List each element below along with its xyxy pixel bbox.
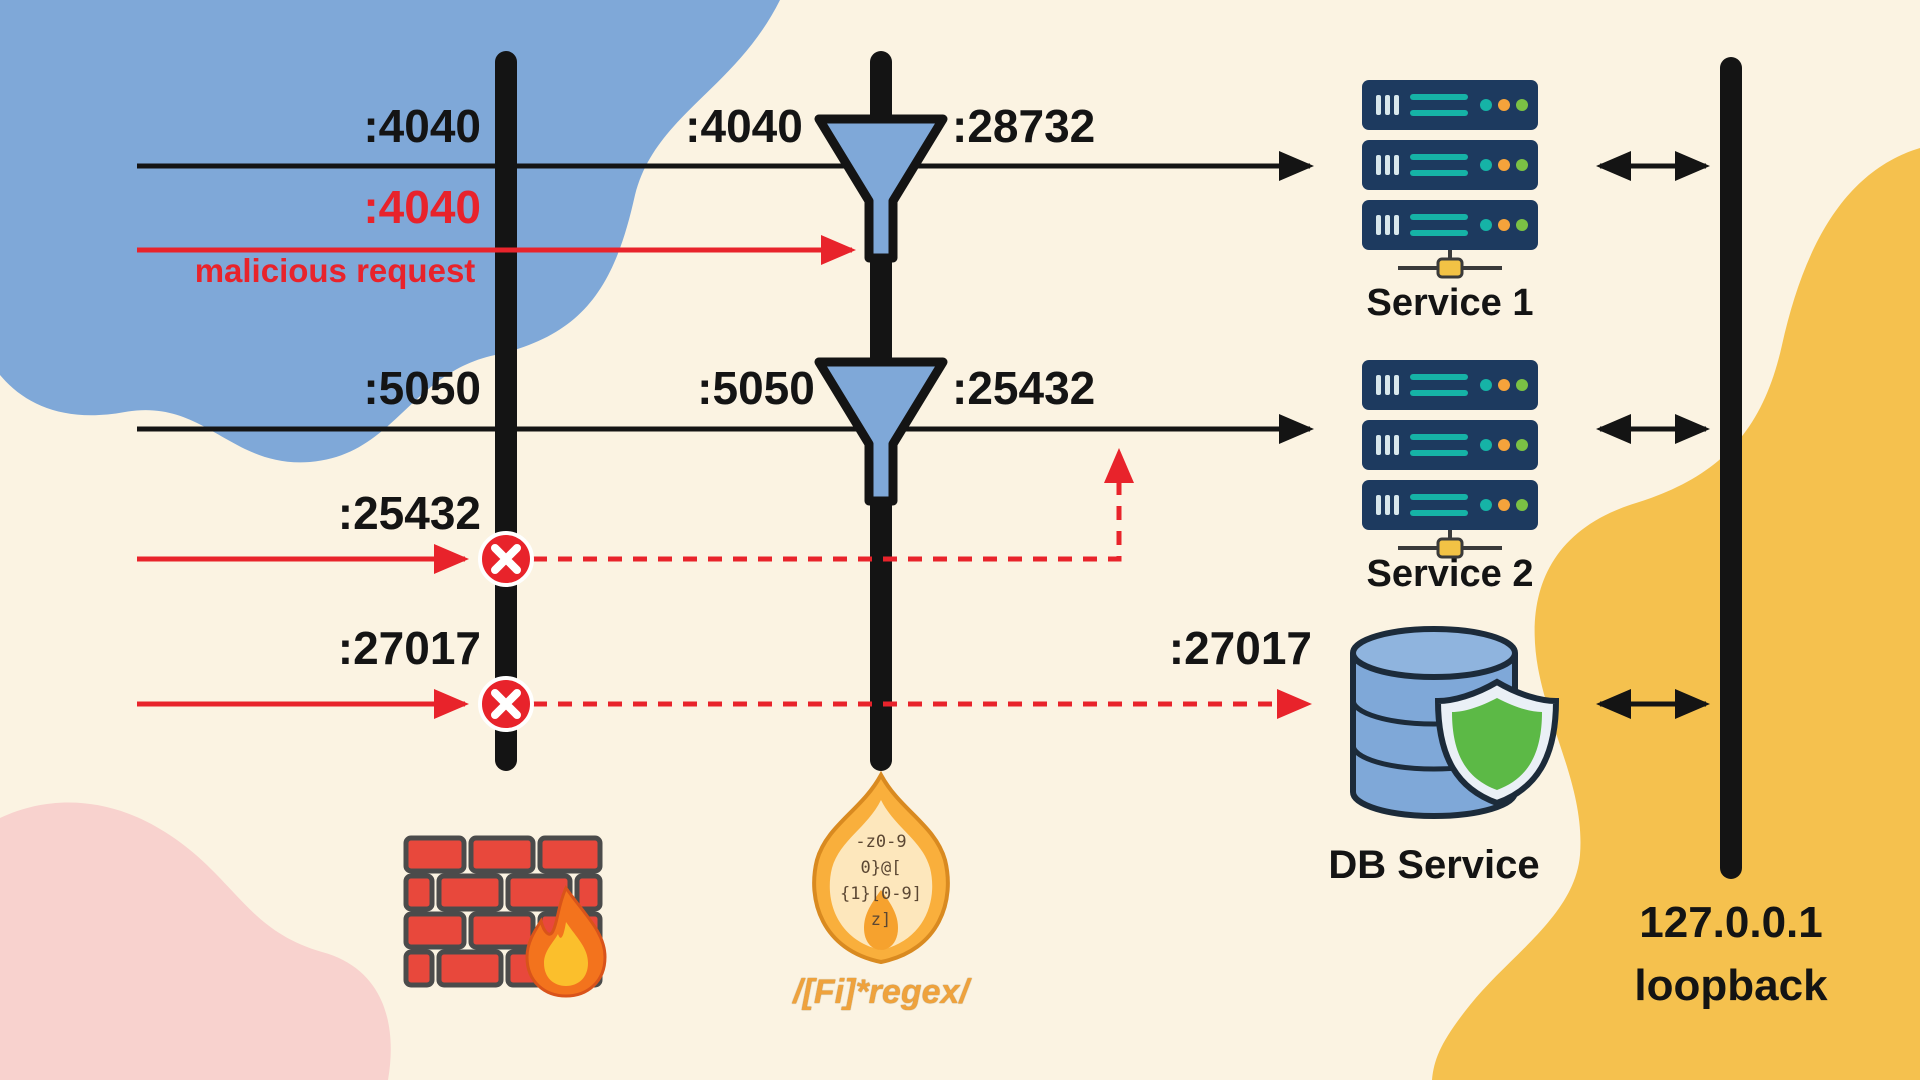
port-label-malicious: :4040 <box>363 181 481 233</box>
port-label-web-left: :4040 <box>363 100 481 152</box>
shield-icon <box>1434 678 1560 807</box>
port-label-web-mid: :4040 <box>685 100 803 152</box>
port-label-blocked-27017-left: :27017 <box>337 622 481 674</box>
loopback-name-label: loopback <box>1634 961 1828 1010</box>
port-label-app-mid: :5050 <box>697 362 815 414</box>
firewall-flame-icon <box>525 885 607 998</box>
service1-label: Service 1 <box>1366 282 1534 324</box>
regex-filter-label: /[Fi]*regex/ <box>793 973 969 1011</box>
port-label-app-right: :25432 <box>952 362 1096 414</box>
funnel-icon-app <box>814 357 948 506</box>
regex-flame-text-1: -z0-9 <box>855 832 907 852</box>
blocked-icon-25432 <box>478 531 534 587</box>
port-label-blocked-27017-right: :27017 <box>1168 622 1312 674</box>
malicious-request-label: malicious request <box>194 252 476 289</box>
regex-flame-text-3: {1}[0-9] <box>840 884 922 904</box>
service2-label: Service 2 <box>1366 553 1534 595</box>
internal-25432-dashed-arrow <box>533 447 1134 562</box>
loopback-ip-label: 127.0.0.1 <box>1639 898 1823 947</box>
port-label-blocked-25432: :25432 <box>337 487 481 539</box>
orange-blob <box>1432 148 1920 1080</box>
funnel-icon-web <box>814 114 948 263</box>
port-label-web-right: :28732 <box>952 100 1096 152</box>
pink-blob <box>0 802 391 1080</box>
blocked-icon-27017 <box>478 676 534 732</box>
regex-flame-icon <box>812 770 950 965</box>
regex-flame-text-4: z] <box>870 910 892 930</box>
blue-blob <box>0 0 780 463</box>
port-label-app-left: :5050 <box>363 362 481 414</box>
db-service-label: DB Service <box>1328 843 1540 887</box>
regex-flame-text-2: 0}@[ <box>860 858 902 878</box>
service1-servers-icon <box>1362 80 1538 279</box>
service2-servers-icon <box>1362 360 1538 559</box>
